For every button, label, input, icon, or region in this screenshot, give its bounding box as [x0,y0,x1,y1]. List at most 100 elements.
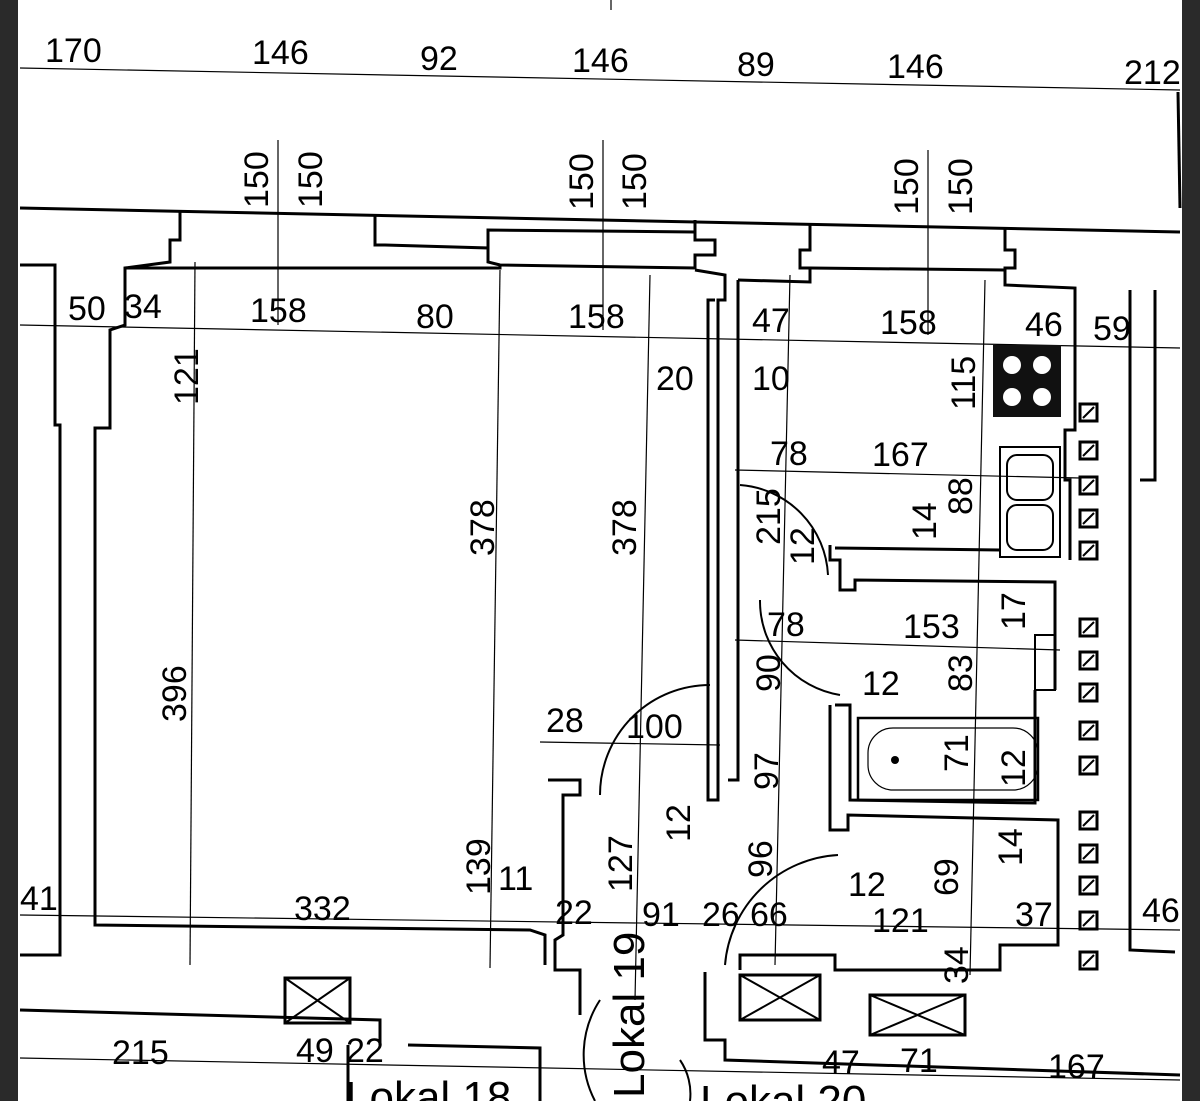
dim-label: 91 [642,896,680,934]
flue-square [1078,810,1099,831]
unit-label-lokal-18: Lokal 18 [345,1073,511,1101]
walls [19,91,1182,1101]
flue-diagonal [1082,879,1095,892]
dim-label: 12 [848,866,886,904]
dim-label: 215 [750,488,788,545]
dim-label: 150 [942,158,980,215]
dim-label: 121 [872,902,929,940]
dim-label: 50 [68,290,106,328]
flue-diagonal [1082,444,1095,457]
sink-icon [999,446,1061,558]
flue-square [1078,540,1099,561]
dim-label: 46 [1025,306,1063,344]
dim-label: 100 [626,708,683,746]
dim-label: 17 [995,592,1033,630]
dim-label: 34 [124,288,162,326]
dim-label: 97 [748,752,786,790]
dim-label: 66 [750,896,788,934]
dim-label: 150 [563,153,601,210]
dim-label: 59 [1093,310,1131,348]
dim-label: 89 [737,46,775,84]
dim-label: 12 [862,665,900,703]
dim-label: 12 [660,804,698,842]
washbasin-icon [1034,634,1056,691]
dim-label: 26 [702,896,740,934]
top-dimensions: 170 146 92 146 89 146 212 [45,32,1181,92]
dim-label: 41 [20,880,58,918]
dim-label: 146 [252,34,309,72]
flue-diagonal [1082,847,1095,860]
dim-label: 14 [906,502,944,540]
dimension-lines [19,0,1181,1081]
unit-label-lokal-19: Lokal 19 [605,932,654,1098]
dim-label: 150 [888,158,926,215]
dim-label: 153 [903,608,960,646]
door-swings [582,484,841,1101]
flue-square [1078,843,1099,864]
dim-label: 215 [112,1034,169,1072]
right-border-strip [1182,0,1200,1101]
dim-label: 396 [156,665,194,722]
dim-label: 71 [938,734,976,772]
dim-label: 170 [45,32,102,70]
dim-label: 150 [238,151,276,208]
dim-label: 12 [784,527,822,565]
dim-label: 127 [602,835,640,892]
flue-square [1078,402,1099,423]
dim-label: 88 [942,477,980,515]
dim-label: 92 [420,40,458,78]
window-dimensions: 150 150 150 150 150 150 [238,151,980,215]
dim-label: 34 [938,946,976,984]
lower-dimensions: 215 49 22 47 71 167 [112,1032,1105,1086]
bottom-dimensions: 41 332 22 91 26 66 121 37 46 34 [20,880,1180,984]
chimney-flues [1078,402,1099,971]
flue-square [1078,682,1099,703]
flue-square [1078,475,1099,496]
flue-diagonal [1082,954,1095,967]
bathtub-icon [856,716,1040,802]
dim-label: 20 [656,360,694,398]
ventilation-ducts [283,973,967,1037]
dim-label: 83 [942,654,980,692]
dim-label: 78 [770,435,808,473]
dim-label: 69 [928,858,966,896]
flue-square [1078,650,1099,671]
flue-square [1078,617,1099,638]
flue-diagonal [1082,544,1095,557]
row2-dimensions: 50 34 158 80 158 47 158 46 59 [68,288,1131,348]
flue-diagonal [1082,914,1095,927]
flue-diagonal [1082,406,1095,419]
dim-label: 378 [464,499,502,556]
dim-label: 121 [168,348,206,405]
dim-label: 139 [460,838,498,895]
dim-label: 150 [616,153,654,210]
dim-label: 28 [546,702,584,740]
dim-label: 158 [880,304,937,342]
dim-label: 115 [945,356,983,410]
flue-diagonal [1082,686,1095,699]
dim-label: 22 [555,894,593,932]
flue-square [1078,910,1099,931]
dim-label: 158 [568,298,625,336]
interior-dimensions: 20 10 121 378 378 396 139 115 78 167 88 … [156,348,1033,904]
flue-diagonal [1082,814,1095,827]
dim-label: 212 [1124,54,1181,92]
dim-label: 90 [750,654,788,692]
flue-square [1078,755,1099,776]
dim-label: 167 [1048,1048,1105,1086]
dim-label: 150 [292,151,330,208]
dim-label: 71 [900,1042,938,1080]
dim-label: 22 [346,1032,384,1070]
dim-label: 96 [742,840,780,878]
dim-label: 146 [572,42,629,80]
dim-label: 80 [416,298,454,336]
dim-label: 12 [995,749,1033,787]
flue-diagonal [1082,724,1095,737]
dim-label: 47 [822,1044,860,1082]
dim-label: 378 [606,499,644,556]
dim-label: 49 [296,1032,334,1070]
flue-diagonal [1082,512,1095,525]
dim-label: 37 [1015,896,1053,934]
flue-diagonal [1082,479,1095,492]
